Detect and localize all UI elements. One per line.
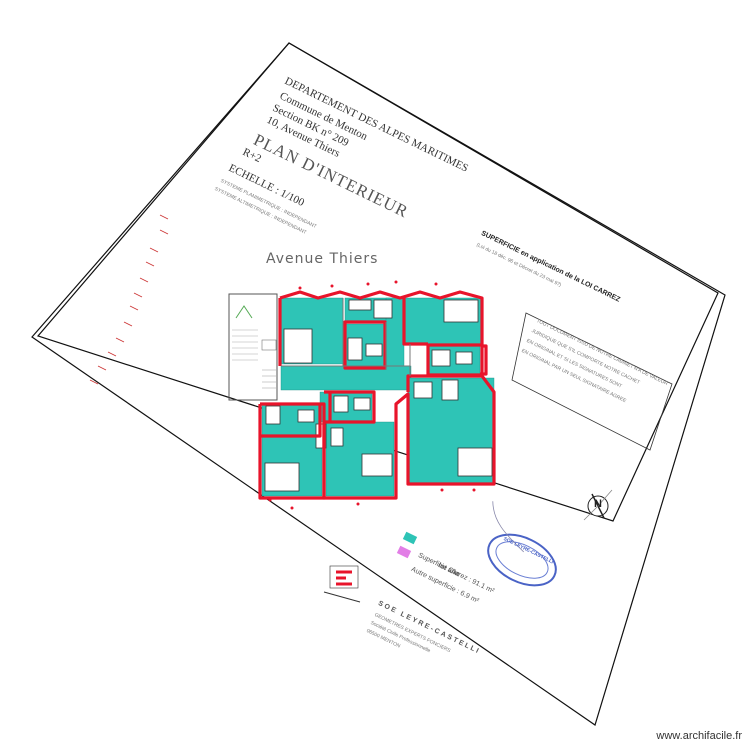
- kitchen-counter-2: [373, 299, 393, 319]
- wc-mid: [330, 427, 344, 447]
- kitchen-counter: [348, 299, 372, 311]
- storage-fixture: [333, 395, 349, 413]
- paper-frame: [36, 42, 719, 522]
- paper-border: [31, 42, 726, 726]
- bath-east: [441, 379, 459, 401]
- notice-box: [511, 312, 673, 451]
- street-name: Avenue Thiers: [266, 251, 379, 267]
- furniture: [264, 299, 493, 492]
- other-swatch: [396, 545, 412, 559]
- bed-ne: [443, 299, 479, 323]
- walls: [258, 290, 496, 500]
- firm-logo: [323, 565, 361, 603]
- sink-west: [297, 409, 315, 423]
- storage-fixture-2: [353, 397, 371, 411]
- bed-mid: [361, 453, 393, 477]
- compass-north-label: N: [594, 498, 602, 510]
- stairwell: [228, 293, 278, 401]
- watermark-link[interactable]: www.archifacile.fr: [656, 730, 742, 742]
- bed-living: [283, 328, 313, 364]
- wc-east: [413, 381, 433, 399]
- bed-east: [457, 447, 493, 477]
- bath-fixture-west: [265, 405, 281, 425]
- dimension-marks: [268, 280, 476, 510]
- firm-stamp: [487, 501, 557, 587]
- sink-1: [365, 343, 383, 357]
- carrez-swatch: [402, 531, 418, 545]
- compass: [583, 489, 613, 521]
- legend-symbols: [89, 214, 169, 385]
- wc-fixture: [431, 349, 451, 367]
- interior-walls: [281, 298, 411, 376]
- bath-tub-1: [347, 337, 363, 361]
- wc-fixture-2: [455, 351, 473, 365]
- bed-west: [264, 462, 300, 492]
